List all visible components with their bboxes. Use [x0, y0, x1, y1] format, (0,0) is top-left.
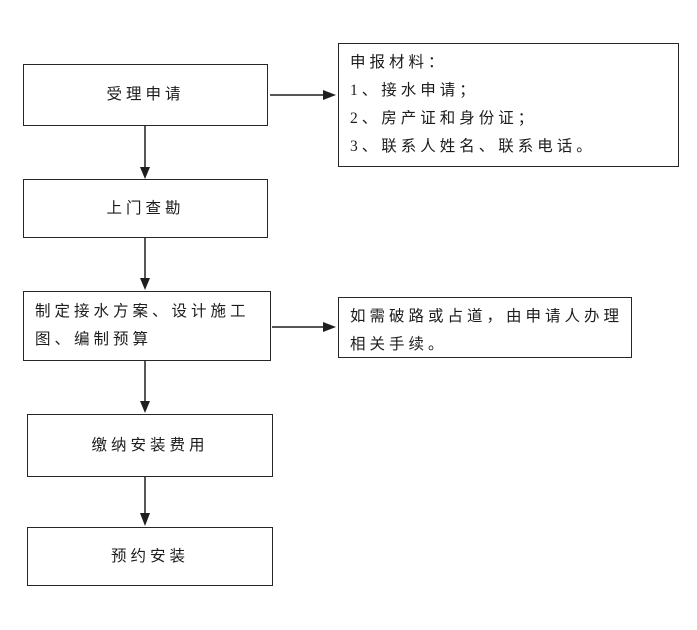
note-line-item3: 3、联系人姓名、联系电话。 [350, 138, 596, 155]
note-line-item1: 1、接水申请； [350, 82, 479, 99]
step-label: 上门查勘 [106, 199, 185, 217]
step-label: 制定接水方案、设计施工图、编制预算 [35, 303, 250, 348]
step-accept-application: 受理申请 [23, 64, 268, 126]
step-site-survey: 上门查勘 [23, 179, 268, 238]
arrow-step2-to-step3 [140, 238, 150, 290]
arrow-step4-to-step5 [140, 477, 150, 526]
arrow-step3-to-road-note [272, 322, 336, 332]
step-label: 受理申请 [106, 86, 185, 103]
step-schedule-installation: 预约安装 [27, 527, 273, 586]
note-application-materials: 申报材料： 1、接水申请； 2、房产证和身份证； 3、联系人姓名、联系电话。 [338, 43, 679, 167]
step-plan-design-budget: 制定接水方案、设计施工图、编制预算 [23, 291, 271, 361]
step-label: 预约安装 [110, 547, 189, 565]
note-line-title: 申报材料： [350, 54, 448, 71]
note-line-item2: 2、房产证和身份证； [350, 110, 538, 127]
step-pay-installation-fee: 缴纳安装费用 [27, 414, 273, 477]
note-road-permit: 如需破路或占道，由申请人办理相关手续。 [338, 297, 632, 358]
arrow-step1-to-step2 [140, 126, 150, 179]
arrow-step3-to-step4 [140, 361, 150, 413]
note-text: 如需破路或占道，由申请人办理相关手续。 [350, 308, 624, 353]
arrow-step1-to-materials-note [270, 90, 336, 100]
step-label: 缴纳安装费用 [91, 436, 209, 454]
